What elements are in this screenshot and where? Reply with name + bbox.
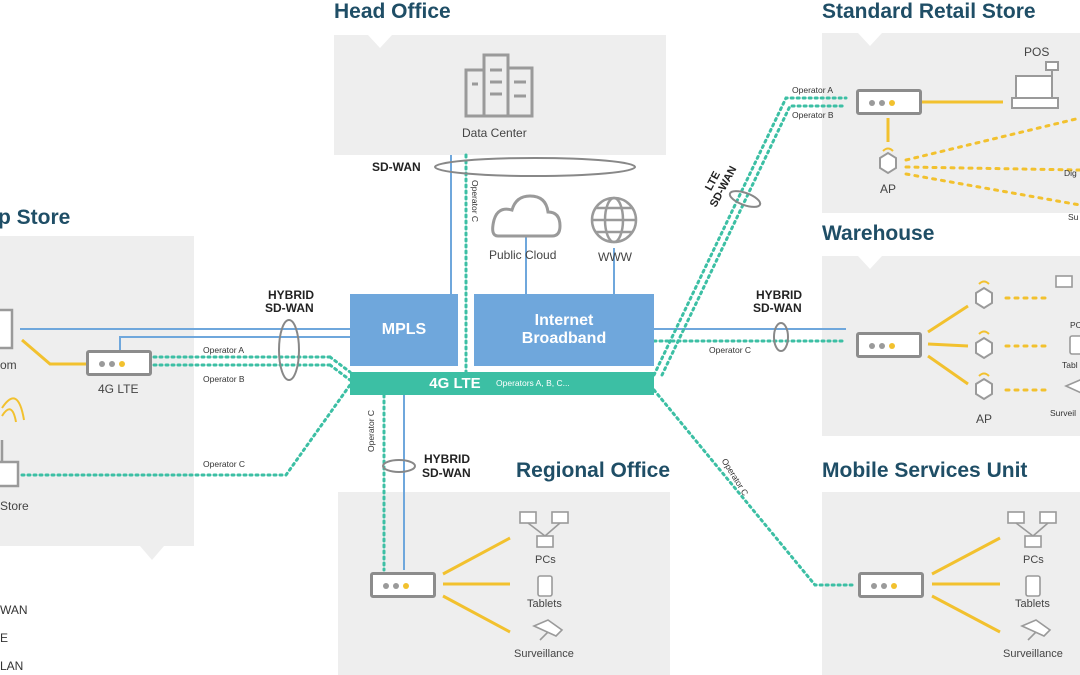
mobile-unit-title: Mobile Services Unit	[822, 459, 1028, 482]
legend-wan: WAN	[0, 603, 28, 617]
lte-bar	[350, 372, 654, 395]
lan-links	[21, 100, 1003, 634]
lte-operators-label: Operators A, B, C...	[496, 378, 570, 388]
operator-c-vertical-label: Operator C	[470, 179, 481, 223]
status-dot	[881, 583, 887, 589]
globe-icon	[590, 196, 638, 244]
data-center-icon	[464, 53, 534, 118]
regional-hybrid-line1: HYBRID	[424, 452, 471, 466]
status-dot	[889, 343, 895, 349]
flagship-room-label: om	[0, 358, 17, 372]
warehouse-pc-label: PC	[1070, 320, 1080, 330]
legend-mid: E	[0, 631, 9, 645]
www-label: WWW	[598, 250, 632, 264]
sdwan-label: SD-WAN	[372, 160, 421, 174]
flagship-store-title: p Store	[0, 206, 71, 229]
flagship-operator-b: Operator B	[203, 374, 245, 384]
warehouse-hybrid-line2: SD-WAN	[753, 301, 802, 315]
retail-ap-label: AP	[880, 182, 897, 196]
warehouse-notch	[858, 256, 882, 269]
status-dot	[383, 583, 389, 589]
retail-surveillance-label: Su	[1068, 212, 1079, 222]
lte-bar-label: 4G LTE	[429, 375, 481, 392]
mpls-label: MPLS	[381, 321, 427, 338]
status-dot	[109, 361, 115, 367]
retail-notch	[858, 33, 882, 46]
cloud-icon	[491, 194, 562, 238]
lte-links	[20, 96, 854, 587]
flagship-router	[86, 350, 152, 376]
mobile-surveillance-label: Surveillance	[1003, 648, 1063, 660]
status-dot	[119, 361, 125, 367]
regional-tablets-label: Tablets	[527, 598, 562, 610]
warehouse-surveillance-label: Surveil	[1050, 408, 1076, 418]
status-dot	[879, 100, 885, 106]
mobile-router	[858, 572, 924, 598]
warehouse-operator-c: Operator C	[709, 345, 752, 355]
pos-label: POS	[1024, 45, 1050, 59]
retail-digital-label: Dig	[1064, 168, 1077, 178]
status-dot	[891, 583, 897, 589]
status-dot	[393, 583, 399, 589]
flagship-lte-label: 4G LTE	[98, 382, 139, 396]
head-office-title: Head Office	[334, 0, 451, 23]
flagship-notch	[140, 546, 164, 560]
mobile-pcs-label: PCs	[1023, 554, 1044, 566]
wifi-icons	[1, 147, 990, 423]
retail-operator-b: Operator B	[792, 110, 834, 120]
status-dot	[403, 583, 409, 589]
regional-operator-c: Operator C	[366, 409, 377, 453]
endpoint-icons	[519, 275, 1080, 641]
internet-line1: Internet	[534, 312, 594, 329]
status-dot	[889, 100, 895, 106]
mpls-box	[350, 294, 458, 366]
sdwan-ellipses	[278, 157, 789, 473]
legend-lan: LAN	[0, 659, 24, 673]
status-dot	[871, 583, 877, 589]
wireless-links	[904, 116, 1080, 392]
regional-surveillance-label: Surveillance	[514, 648, 574, 660]
regional-pcs-label: PCs	[535, 554, 556, 566]
data-center-label: Data Center	[462, 126, 527, 140]
mobile-tablets-label: Tablets	[1015, 598, 1050, 610]
flagship-hybrid-line2: SD-WAN	[265, 301, 314, 315]
internet-box	[474, 294, 654, 366]
flagship-store-label: Store	[0, 499, 29, 513]
regional-office-title: Regional Office	[516, 459, 671, 482]
status-dot	[869, 100, 875, 106]
internet-line2: Broadband	[521, 330, 607, 347]
status-dot	[99, 361, 105, 367]
retail-router	[856, 89, 922, 115]
warehouse-tablet-label: Tabl	[1062, 360, 1078, 370]
flagship-operator-c: Operator C	[203, 459, 246, 469]
regional-router	[370, 572, 436, 598]
head-office-notch	[368, 35, 392, 48]
flagship-hybrid-line1: HYBRID	[268, 288, 315, 302]
pos-icon	[1011, 61, 1059, 109]
internet-broadband-label: Internet Broadband	[474, 294, 654, 366]
flagship-device-icons	[0, 308, 20, 488]
warehouse-title: Warehouse	[822, 222, 935, 245]
retail-operator-a: Operator A	[792, 85, 834, 95]
regional-hybrid-line2: SD-WAN	[422, 466, 471, 480]
warehouse-hybrid-line1: HYBRID	[756, 288, 803, 302]
flagship-store-panel	[0, 236, 194, 546]
public-cloud-label: Public Cloud	[489, 248, 557, 262]
warehouse-ap-label: AP	[976, 412, 993, 426]
warehouse-router	[856, 332, 922, 358]
wan-links	[20, 155, 846, 570]
retail-store-title: Standard Retail Store	[822, 0, 1036, 23]
flagship-operator-a: Operator A	[203, 345, 245, 355]
status-dot	[869, 343, 875, 349]
status-dot	[879, 343, 885, 349]
ap-icons	[879, 151, 993, 401]
